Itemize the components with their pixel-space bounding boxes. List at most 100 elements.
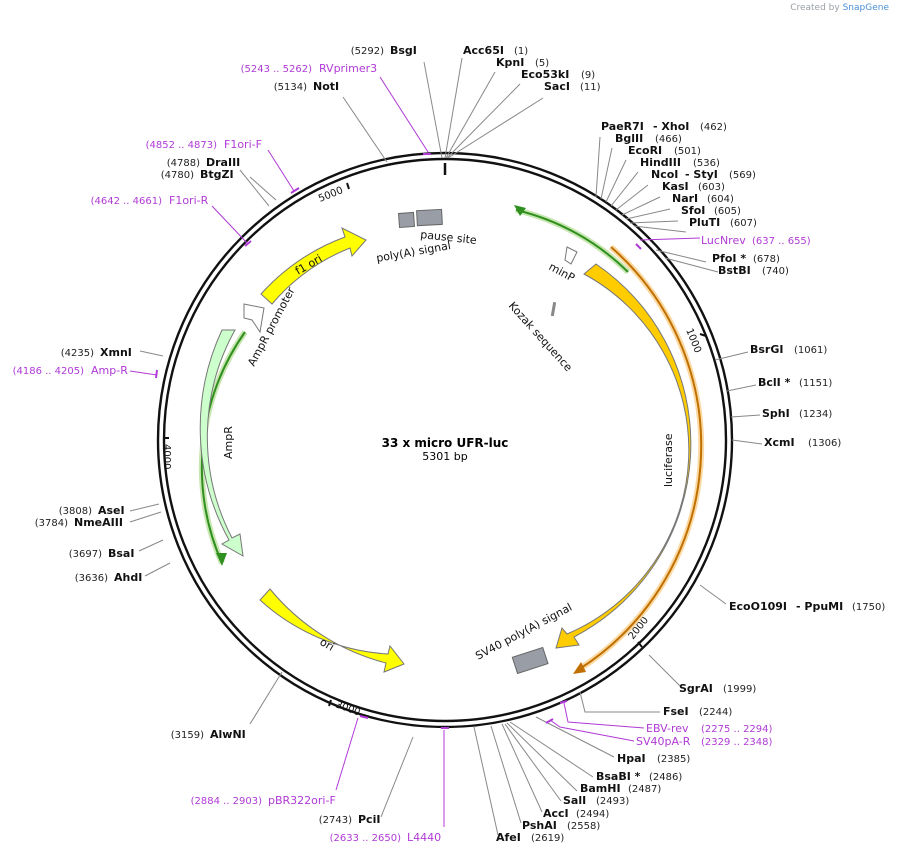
enzyme-name-pluti[interactable]: PluTI — [689, 216, 720, 229]
enzyme-extra-paer7i[interactable]: - XhoI — [653, 120, 689, 133]
enzyme-extra-ecoo109i[interactable]: - PpuMI — [796, 600, 843, 613]
enzyme-name-acc65i[interactable]: Acc65I — [463, 44, 504, 57]
primer-name-lucnrev[interactable]: LucNrev — [701, 234, 746, 247]
enzyme-name-bstbi[interactable]: BstBI — [718, 264, 751, 277]
enzyme-name-sphi[interactable]: SphI — [762, 407, 790, 420]
enzyme-name-ahdi[interactable]: AhdI — [114, 571, 142, 584]
leader-btgzi — [249, 176, 277, 201]
primer-leaders — [129, 76, 701, 827]
mark-pbr322ori-f — [359, 715, 369, 719]
enzyme-name-btgzi[interactable]: BtgZI — [200, 168, 234, 181]
enzyme-name-acci[interactable]: AccI — [543, 807, 569, 820]
enzyme-pos-ecoo109i: (1750) — [852, 602, 885, 613]
luciferase-orf-arrowhead — [573, 662, 586, 674]
leader-xcmi — [731, 439, 763, 445]
enzyme-name-pcii[interactable]: PciI — [358, 813, 380, 826]
enzyme-name-eco53ki[interactable]: Eco53kI — [521, 68, 569, 81]
ampr-promoter-feature[interactable] — [243, 303, 265, 334]
primer-name-rvprimer3[interactable]: RVprimer3 — [319, 62, 377, 75]
primer-name-amp-r[interactable]: Amp-R — [91, 364, 128, 377]
enzyme-name-hindiii[interactable]: HindIII — [640, 156, 681, 169]
enzyme-name-bsai[interactable]: BsaI — [108, 547, 134, 560]
enzyme-name-asei[interactable]: AseI — [98, 504, 125, 517]
leader-bsrgi — [714, 351, 749, 361]
primer-name-f1ori-r[interactable]: F1ori-R — [169, 194, 209, 207]
enzyme-name-sgrai[interactable]: SgrAI — [679, 682, 713, 695]
leader-bsai — [138, 539, 164, 552]
minp-feature[interactable] — [564, 246, 578, 265]
primer-name-f1ori-f[interactable]: F1ori-F — [224, 138, 262, 151]
leader-xmni — [139, 350, 164, 357]
ampr-feature[interactable] — [199, 329, 244, 557]
enzyme-pos-alwni: (3159) — [171, 730, 204, 741]
kozak-label: Kozak sequence — [506, 299, 575, 374]
enzyme-pos-nari: (604) — [707, 194, 734, 205]
luciferase-label: luciferase — [662, 433, 675, 487]
leader-draiii — [239, 169, 270, 207]
enzyme-name-fsei[interactable]: FseI — [663, 705, 689, 718]
leader-fsei — [579, 691, 660, 713]
enzyme-name-xcmi[interactable]: XcmI — [764, 436, 795, 449]
primer-name-ebv-rev[interactable]: EBV-rev — [646, 722, 689, 735]
enzyme-name-bglii[interactable]: BglII — [615, 132, 643, 145]
enzyme-name-afei[interactable]: AfeI — [496, 831, 521, 844]
pause-site-feature[interactable] — [416, 208, 443, 227]
enzyme-name-xmni[interactable]: XmnI — [100, 346, 132, 359]
primer-name-l4440[interactable]: L4440 — [407, 831, 441, 844]
polya-signal-feature[interactable] — [397, 211, 416, 229]
enzyme-name-ecori[interactable]: EcoRI — [628, 144, 662, 157]
leader-acci — [501, 723, 543, 813]
primer-name-pbr322ori-f[interactable]: pBR322ori-F — [268, 794, 336, 807]
enzyme-name-paer7i[interactable]: PaeR7I — [601, 120, 644, 133]
mark-lucnrev — [635, 243, 642, 250]
ori-feature[interactable] — [259, 588, 405, 673]
enzyme-name-draiii[interactable]: DraIII — [206, 156, 240, 169]
enzyme-name-bsabi[interactable]: BsaBI * — [596, 770, 641, 783]
enzyme-name-ecoo109i[interactable]: EcoO109I — [729, 600, 787, 613]
enzyme-name-bsgi[interactable]: BsgI — [390, 44, 417, 57]
enzyme-name-bsrgi[interactable]: BsrGI — [750, 343, 783, 356]
enzyme-pos-xmni: (4235) — [61, 348, 94, 359]
enzyme-pos-xcmi: (1306) — [808, 438, 841, 449]
primer-name-sv40pa-r[interactable]: SV40pA-R — [636, 735, 691, 748]
enzyme-pos-bsai: (3697) — [69, 549, 102, 560]
enzyme-pos-kpni: (5) — [535, 58, 549, 69]
enzyme-name-saci[interactable]: SacI — [544, 80, 570, 93]
f1-ori-feature[interactable] — [260, 227, 367, 305]
enzyme-name-ncoi[interactable]: NcoI — [651, 168, 678, 181]
enzyme-pos-btgzi: (4780) — [161, 170, 194, 181]
enzyme-pos-sfoi: (605) — [714, 206, 741, 217]
enzyme-extra-ncoi[interactable]: - StyI — [685, 168, 718, 181]
leader-bstbi — [664, 257, 719, 273]
enzyme-name-kasi[interactable]: KasI — [662, 180, 689, 193]
kozak-feature[interactable] — [550, 301, 557, 317]
leader-bcli — [726, 384, 757, 392]
enzyme-pos-sgrai: (1999) — [723, 684, 756, 695]
enzyme-pos-pluti: (607) — [730, 218, 757, 229]
enzyme-name-kpni[interactable]: KpnI — [496, 56, 524, 69]
enzyme-name-pshai[interactable]: PshAI — [522, 819, 557, 832]
enzyme-name-nari[interactable]: NarI — [672, 192, 698, 205]
enzyme-name-sali[interactable]: SalI — [563, 794, 586, 807]
leader-bamhi — [506, 722, 578, 792]
sv40-polya-feature[interactable] — [511, 646, 549, 675]
enzyme-name-hpai[interactable]: HpaI — [617, 752, 646, 765]
enzyme-name-bamhi[interactable]: BamHI — [580, 782, 621, 795]
primer-range-sv40pa-r: (2329 .. 2348) — [701, 737, 773, 748]
enzyme-name-noti[interactable]: NotI — [313, 80, 339, 93]
enzyme-pos-paer7i: (462) — [700, 122, 727, 133]
enzyme-pos-ncoi: (569) — [729, 170, 756, 181]
leader-sv40pa-r — [549, 719, 635, 742]
mark-sv40pa-r — [545, 718, 554, 724]
enzyme-pos-draiii: (4788) — [167, 158, 200, 169]
enzyme-name-alwni[interactable]: AlwNI — [210, 728, 246, 741]
enzyme-name-bcli[interactable]: BclI * — [758, 376, 791, 389]
enzyme-name-pfoi[interactable]: PfoI * — [712, 252, 746, 265]
enzyme-name-nmeaiii[interactable]: NmeAIII — [74, 516, 123, 529]
leader-afei — [473, 726, 499, 836]
ampr-label: AmpR — [222, 426, 235, 459]
leader-pluti — [633, 225, 687, 233]
enzyme-name-sfoi[interactable]: SfoI — [681, 204, 705, 217]
luciferase-feature[interactable] — [555, 263, 692, 649]
